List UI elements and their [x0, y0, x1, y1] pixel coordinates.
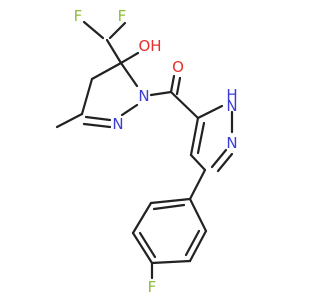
bond-ph-5	[188, 229, 208, 263]
fluorine-atom-label: F	[74, 7, 83, 25]
nitrogen-atom-label: N	[138, 87, 149, 105]
bond-n2p-c3p-b	[216, 152, 234, 173]
bond-co-b	[175, 76, 182, 96]
bond-ph-2	[131, 201, 153, 235]
nitrogen-atom-label: N	[112, 115, 123, 133]
bonds	[55, 20, 234, 280]
fluorine-atom-label: F	[118, 7, 127, 25]
bond-ph-1	[149, 197, 192, 205]
bond-ph-5i	[184, 229, 201, 257]
bond-c4p-c5p-b	[196, 121, 206, 155]
bond-ph-1i	[152, 203, 186, 211]
bond-cf-top-right	[108, 21, 127, 40]
bond-ph-4	[150, 259, 192, 265]
bond-c5p-nh	[196, 104, 224, 120]
bond-c5-c4	[90, 61, 123, 81]
carbonyl-oxygen-label: O	[172, 58, 184, 76]
bond-c3-n2-a	[84, 115, 112, 122]
bond-c5-oh	[119, 51, 140, 65]
molecule-structure: F F OH N N O H N N F	[55, 7, 238, 296]
bond-c4-c3	[80, 77, 94, 116]
bond-n2-n1	[120, 103, 139, 117]
bond-c3p-c4p	[189, 153, 207, 172]
atom-labels: F F OH N N O H N N F	[74, 7, 238, 296]
bond-c4p-c5p-a	[189, 116, 200, 157]
fluorine-atom-label: F	[148, 278, 157, 296]
bond-cf-top-left	[82, 20, 105, 40]
bond-c3-n2-b	[82, 122, 112, 129]
bond-n2p-c3p-a	[210, 148, 228, 169]
bond-n1-carbonyl	[149, 90, 173, 97]
bond-ph-3i	[138, 231, 157, 259]
nitrogen-atom-label: N	[226, 97, 237, 115]
bond-chf2-c5	[105, 38, 123, 65]
bond-c5-n1	[119, 61, 139, 88]
bond-co-a	[169, 74, 176, 94]
bond-ph-3	[131, 231, 154, 265]
bond-c3-methyl	[55, 112, 84, 129]
bond-ph-6	[188, 197, 208, 233]
bond-carbonyl-c5p	[169, 90, 200, 120]
bond-c3p-phenyl	[188, 168, 207, 201]
nitrogen-atom-label: N	[226, 134, 237, 152]
hydroxyl-label: OH	[138, 37, 161, 55]
nh-hydrogen-label: H	[226, 86, 237, 104]
